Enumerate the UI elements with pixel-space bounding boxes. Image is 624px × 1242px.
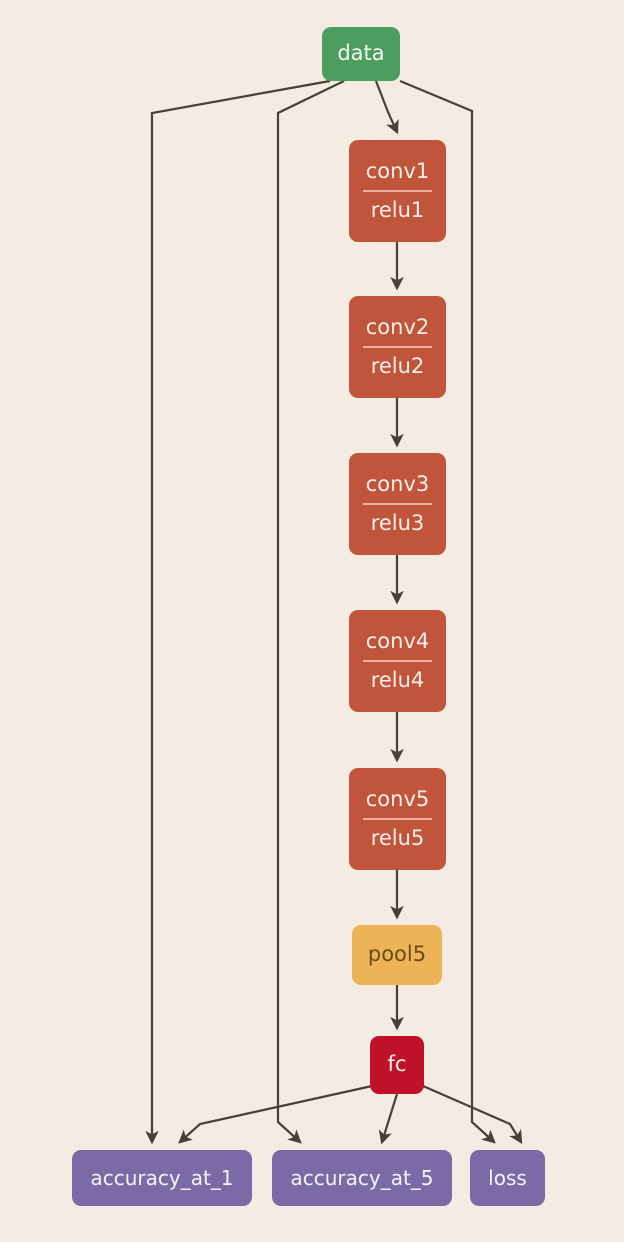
node-divider-conv2 xyxy=(362,346,433,348)
edge-fc-loss xyxy=(422,1084,523,1145)
node-label-accuracy_at_1: accuracy_at_1 xyxy=(90,1165,234,1190)
node-conv3[interactable]: conv3 relu3 xyxy=(349,453,446,555)
node-divider-conv5 xyxy=(362,818,433,820)
edge-data-accuracy1 xyxy=(145,79,331,1145)
node-sublabel-conv5: relu5 xyxy=(370,825,425,850)
node-divider-conv1 xyxy=(362,190,433,192)
node-label-conv5: conv5 xyxy=(365,786,430,811)
node-divider-conv3 xyxy=(362,503,433,505)
node-accuracy_at_5[interactable]: accuracy_at_5 xyxy=(272,1150,452,1206)
node-conv4[interactable]: conv4 relu4 xyxy=(349,610,446,712)
node-pool5[interactable]: pool5 xyxy=(352,925,442,985)
node-label-accuracy_at_5: accuracy_at_5 xyxy=(290,1165,434,1190)
node-conv2[interactable]: conv2 relu2 xyxy=(349,296,446,398)
node-label-data: data xyxy=(337,41,385,66)
node-conv1[interactable]: conv1 relu1 xyxy=(349,140,446,242)
node-sublabel-conv4: relu4 xyxy=(370,667,425,692)
node-sublabel-conv3: relu3 xyxy=(370,510,425,535)
node-label-conv1: conv1 xyxy=(365,158,430,183)
edge-data-accuracy5 xyxy=(276,80,345,1144)
node-label-pool5: pool5 xyxy=(367,942,427,967)
node-sublabel-conv1: relu1 xyxy=(370,197,425,222)
node-accuracy_at_1[interactable]: accuracy_at_1 xyxy=(72,1150,252,1206)
node-loss[interactable]: loss xyxy=(470,1150,545,1206)
node-conv5[interactable]: conv5 relu5 xyxy=(349,768,446,870)
node-label-conv2: conv2 xyxy=(365,314,430,339)
edge-fc-accuracy5 xyxy=(378,1093,399,1145)
node-fc[interactable]: fc xyxy=(370,1036,424,1094)
edge-data-conv1 xyxy=(374,80,399,135)
node-divider-conv4 xyxy=(362,660,433,662)
node-label-fc: fc xyxy=(387,1052,407,1077)
node-sublabel-conv2: relu2 xyxy=(370,353,425,378)
node-label-conv4: conv4 xyxy=(365,628,430,653)
node-label-loss: loss xyxy=(488,1165,527,1190)
edge-fc-accuracy1 xyxy=(178,1084,373,1144)
node-label-conv3: conv3 xyxy=(365,471,430,496)
node-data[interactable]: data xyxy=(322,27,400,81)
